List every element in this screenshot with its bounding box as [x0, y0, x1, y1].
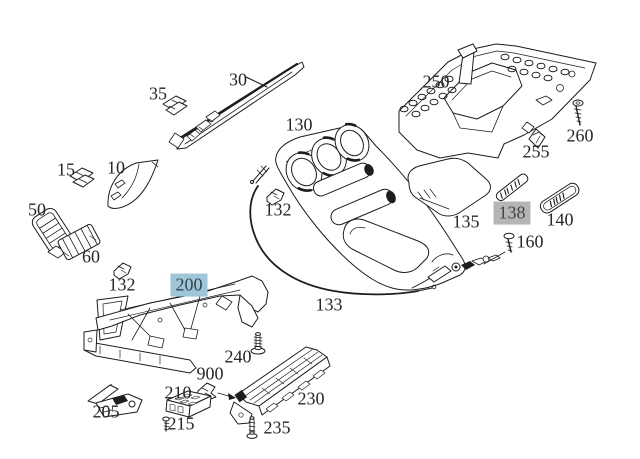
part-label-205-22[interactable]: 205 — [92, 401, 120, 422]
part-label-50-4[interactable]: 50 — [28, 199, 46, 220]
part-250-drawing — [398, 43, 597, 159]
part-132-center-drawing — [266, 188, 285, 206]
part-130-drawing — [275, 122, 466, 291]
part-label-235-21[interactable]: 235 — [263, 417, 291, 438]
part-label-210-23[interactable]: 210 — [164, 382, 192, 403]
part-215-drawing — [162, 416, 170, 432]
part-10-drawing — [107, 159, 159, 209]
part-240-drawing — [250, 332, 266, 355]
part-210-drawing — [165, 390, 212, 418]
part-255-drawing — [528, 128, 546, 149]
part-230-drawing — [229, 346, 331, 425]
part-135-drawing — [407, 157, 491, 217]
part-35-drawing — [162, 95, 188, 116]
part-label-15-2[interactable]: 15 — [57, 159, 75, 180]
part-140-drawing — [539, 182, 580, 214]
part-label-230-20[interactable]: 230 — [297, 388, 325, 409]
part-132-left-drawing — [113, 262, 132, 280]
part-15-drawing — [69, 167, 95, 188]
part-label-132-9[interactable]: 132 — [264, 199, 292, 220]
part-label-138-12[interactable]: 138 — [493, 201, 531, 225]
part-label-135-11[interactable]: 135 — [452, 211, 480, 232]
part-label-250-15[interactable]: 250 — [422, 71, 450, 92]
part-60-drawing — [57, 223, 101, 261]
part-205-drawing — [87, 383, 143, 418]
part-133-drawing — [249, 165, 437, 296]
part-label-35-1[interactable]: 35 — [149, 83, 167, 104]
part-label-260-17[interactable]: 260 — [566, 125, 594, 146]
part-260-drawing — [572, 99, 584, 126]
console-latch-drawing — [411, 253, 501, 289]
part-160-drawing — [483, 232, 515, 265]
part-label-200-7[interactable]: 200 — [170, 273, 208, 297]
part-30-drawing — [168, 61, 305, 150]
part-235-drawing — [246, 416, 258, 439]
part-label-133-10[interactable]: 133 — [315, 294, 343, 315]
part-label-900-19[interactable]: 900 — [196, 363, 224, 384]
part-label-30-0[interactable]: 30 — [229, 69, 247, 90]
part-label-60-5[interactable]: 60 — [82, 246, 100, 267]
part-label-10-3[interactable]: 10 — [107, 157, 125, 178]
part-label-130-8[interactable]: 130 — [285, 114, 313, 135]
part-200-drawing — [83, 275, 269, 374]
part-label-255-16[interactable]: 255 — [522, 141, 550, 162]
part-label-132-6[interactable]: 132 — [108, 274, 136, 295]
part-label-240-18[interactable]: 240 — [224, 346, 252, 367]
part-label-140-13[interactable]: 140 — [546, 209, 574, 230]
part-label-215-24[interactable]: 215 — [167, 413, 195, 434]
part-label-160-14[interactable]: 160 — [516, 231, 544, 252]
part-138-drawing — [495, 173, 529, 202]
